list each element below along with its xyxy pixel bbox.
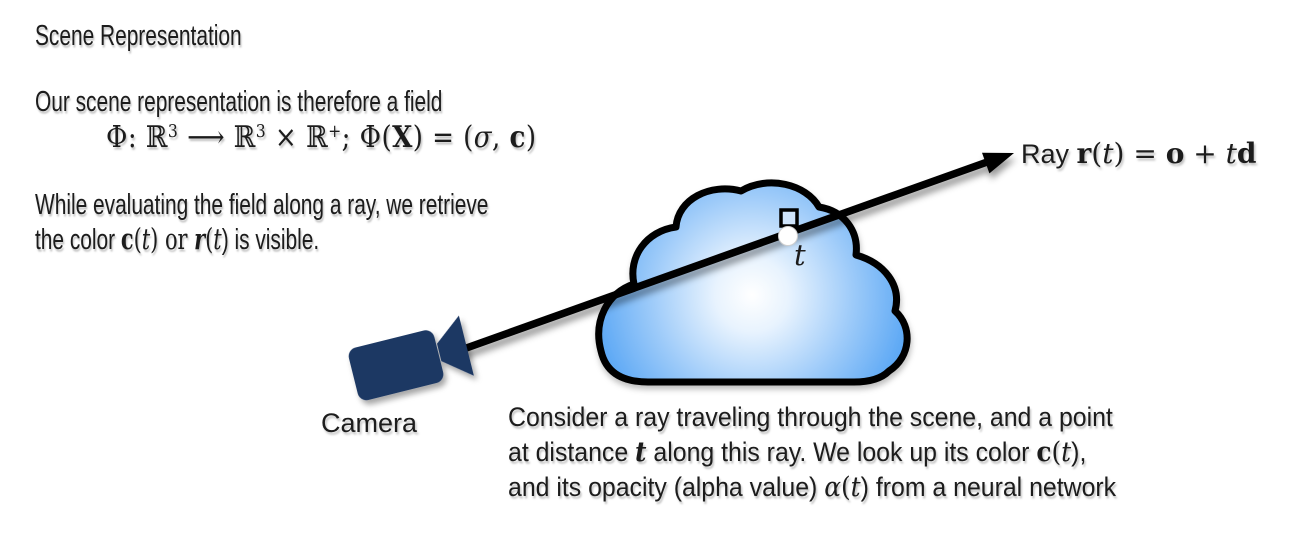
formula-r3: ℝ: [305, 120, 329, 155]
caption-line2: at distance t along this ray. We look up…: [508, 435, 1116, 470]
caption2-c: c: [1036, 437, 1052, 468]
formula-comma: ,: [492, 120, 510, 155]
formula-r1: ℝ: [145, 120, 168, 155]
while-c: c: [120, 222, 134, 256]
while-r: r: [194, 222, 206, 256]
formula-eq: ) = (: [412, 120, 474, 155]
ray-word: Ray: [1021, 139, 1077, 169]
caption3-alpha: α: [824, 472, 841, 503]
formula-x: X: [392, 120, 413, 155]
while-p4: ) is visible.: [221, 224, 320, 256]
while-line2: the color c(t) or r(t) is visible.: [35, 222, 488, 257]
while-paragraph: While evaluating the field along a ray, …: [35, 188, 488, 257]
ray-d: d: [1236, 137, 1257, 170]
caption2-t1: t: [635, 437, 647, 468]
formula-phi: Φ:: [106, 120, 146, 155]
ray-equation-label: Ray r(t) = o + td: [1021, 137, 1256, 170]
formula-close: ): [525, 120, 537, 155]
intro-line: Our scene representation is therefore a …: [35, 86, 443, 118]
ray-t2: t: [1225, 137, 1237, 170]
formula-arrow: ⟶: [178, 120, 234, 155]
while-pre: the color: [35, 224, 121, 256]
formula-times: ×: [266, 120, 306, 155]
caption-line3: and its opacity (alpha value) α(t) from …: [508, 470, 1116, 505]
formula-sigma: σ: [473, 120, 493, 155]
camera-label: Camera: [321, 408, 418, 438]
ray-t1: t: [1102, 137, 1114, 170]
caption3-p1: (: [840, 472, 851, 503]
formula-c: c: [509, 120, 526, 155]
ray-plus: +: [1184, 137, 1226, 170]
page-title: Scene Representation: [35, 20, 242, 52]
cloud-shape: [595, 179, 911, 386]
caption2-mid: along this ray. We look up its color: [646, 437, 1037, 467]
formula-mid: ; Φ(: [341, 120, 393, 155]
caption2-p1: (: [1051, 437, 1062, 468]
caption3-t1: t: [850, 472, 861, 503]
while-p3: (: [205, 222, 214, 256]
while-t1: t: [141, 222, 151, 256]
caption3-pre: and its opacity (alpha value): [508, 472, 825, 502]
sample-point-t-label: t: [794, 238, 806, 272]
formula-r2-sup: 3: [255, 121, 267, 143]
ray-p1: (: [1091, 137, 1103, 170]
ray-o: o: [1165, 137, 1185, 170]
caption-line1: Consider a ray traveling through the sce…: [508, 402, 1113, 432]
while-line1: While evaluating the field along a ray, …: [35, 189, 489, 221]
caption-paragraph: Consider a ray traveling through the sce…: [508, 400, 1116, 505]
caption2-pre: at distance: [508, 437, 636, 467]
formula-r3-sup: +: [328, 121, 342, 143]
while-p2: ) or: [150, 222, 195, 256]
sample-square-marker: [779, 208, 799, 228]
video-camera-icon: [348, 315, 474, 401]
ray-p2: ) =: [1113, 137, 1166, 170]
ray-arrow: [456, 152, 1014, 355]
while-p1: (: [133, 222, 142, 256]
formula-r1-sup: 3: [167, 121, 179, 143]
caption2-t2: t: [1061, 437, 1072, 468]
sample-point-marker: [778, 226, 798, 246]
field-formula: Φ: ℝ3 ⟶ ℝ3 × ℝ+; Φ(X) = (σ, c): [106, 120, 536, 155]
while-t2: t: [213, 222, 222, 256]
caption2-post: ),: [1071, 437, 1087, 467]
formula-r2: ℝ: [233, 120, 256, 155]
ray-r: r: [1076, 137, 1092, 170]
caption3-post: ) from a neural network: [860, 472, 1117, 502]
